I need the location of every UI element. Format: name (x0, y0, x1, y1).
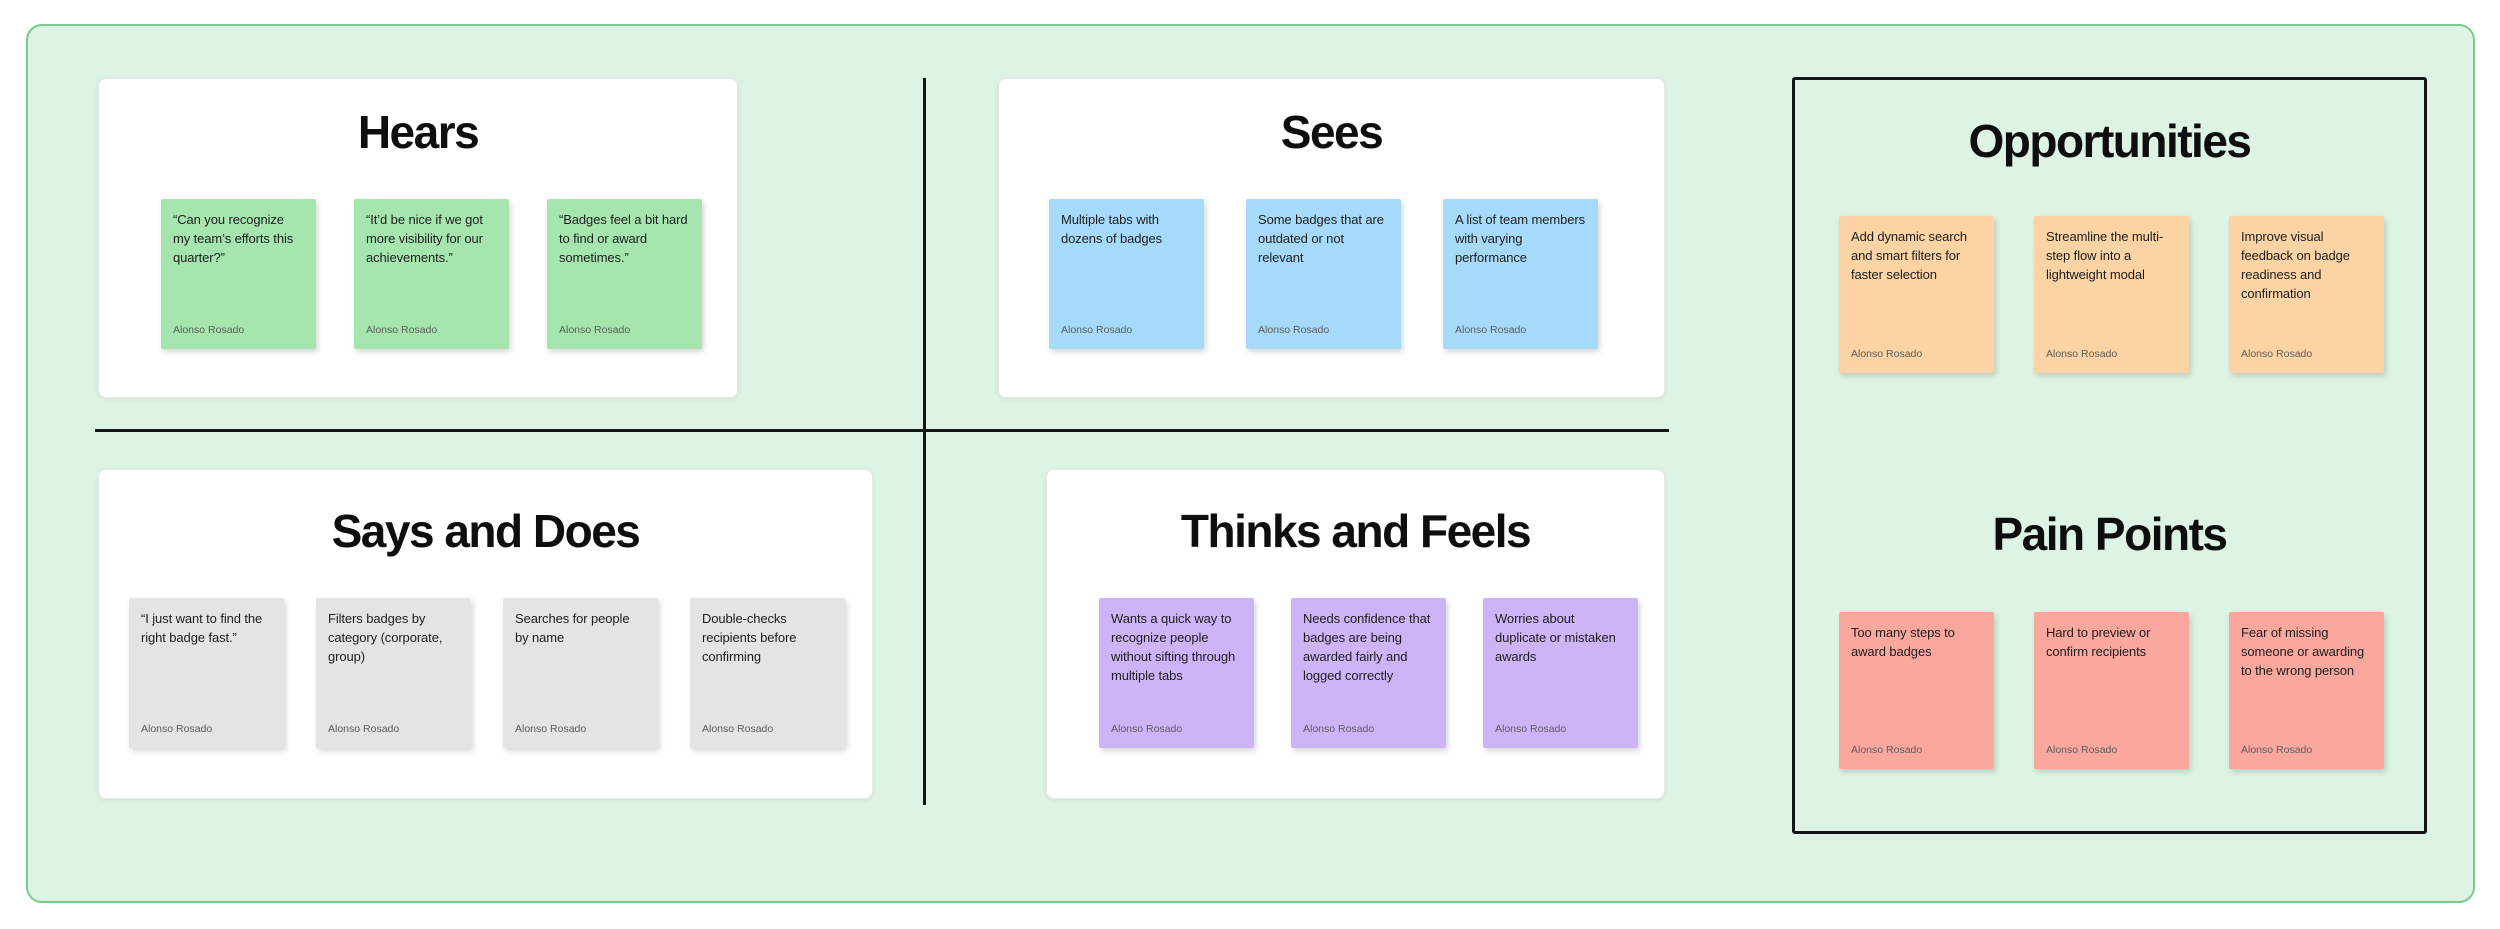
sticky-note[interactable]: “Can you recognize my team’s efforts thi… (161, 199, 316, 349)
sticky-note-text: Too many steps to award badges (1851, 625, 1955, 659)
sticky-note-text: “It’d be nice if we got more visibility … (366, 212, 483, 265)
sticky-note-author: Alonso Rosado (2241, 744, 2313, 756)
sticky-note-text: Some badges that are outdated or not rel… (1258, 212, 1384, 265)
frame-title-hears: Hears (357, 106, 480, 158)
sticky-note-text: Wants a quick way to recognize people wi… (1111, 611, 1236, 683)
sticky-note-author: Alonso Rosado (2046, 744, 2118, 756)
sticky-note[interactable]: Improve visual feedback on badge readine… (2229, 216, 2384, 373)
sticky-note-author: Alonso Rosado (1851, 744, 1923, 756)
sticky-note-author: Alonso Rosado (2241, 348, 2313, 360)
sticky-note[interactable]: Fear of missing someone or awarding to t… (2229, 612, 2384, 769)
sticky-note-author: Alonso Rosado (1258, 324, 1330, 336)
sticky-note[interactable]: “Badges feel a bit hard to find or award… (547, 199, 702, 349)
sticky-note-text: “I just want to find the right badge fas… (141, 611, 263, 645)
sticky-note-text: “Can you recognize my team’s efforts thi… (173, 212, 294, 265)
quadrant-divider-vertical (923, 78, 926, 805)
quadrant-divider-horizontal (95, 429, 1669, 432)
sticky-note-author: Alonso Rosado (328, 723, 400, 735)
sticky-note[interactable]: Multiple tabs with dozens of badges Alon… (1049, 199, 1204, 349)
sticky-note[interactable]: Hard to preview or confirm recipients Al… (2034, 612, 2189, 769)
notes-row-pain-points: Too many steps to award badges Alonso Ro… (1839, 612, 2384, 769)
frame-hears[interactable]: Hears “Can you recognize my team’s effor… (98, 78, 738, 398)
notes-row-sees: Multiple tabs with dozens of badges Alon… (1049, 199, 1598, 349)
sticky-note-text: Filters badges by category (corporate, g… (328, 611, 443, 664)
sticky-note-text: Streamline the multi-step flow into a li… (2046, 229, 2164, 282)
sticky-note-author: Alonso Rosado (366, 324, 438, 336)
sticky-note[interactable]: Searches for people by name Alonso Rosad… (503, 598, 658, 748)
sticky-note-author: Alonso Rosado (515, 723, 587, 735)
sticky-note-text: Fear of missing someone or awarding to t… (2241, 625, 2365, 678)
sticky-note[interactable]: “I just want to find the right badge fas… (129, 598, 284, 748)
sticky-note-text: Multiple tabs with dozens of badges (1061, 212, 1163, 246)
frame-thinks-and-feels[interactable]: Thinks and Feels Wants a quick way to re… (1046, 469, 1665, 799)
sticky-note[interactable]: A list of team members with varying perf… (1443, 199, 1598, 349)
sticky-note-author: Alonso Rosado (702, 723, 774, 735)
sticky-note-author: Alonso Rosado (1495, 723, 1567, 735)
sticky-note-author: Alonso Rosado (1851, 348, 1923, 360)
frame-title-thinks-and-feels: Thinks and Feels (1180, 505, 1532, 557)
notes-row-says-and-does: “I just want to find the right badge fas… (129, 598, 845, 748)
section-title-opportunities: Opportunities (1968, 115, 2252, 167)
sticky-note-text: Hard to preview or confirm recipients (2046, 625, 2151, 659)
sticky-note-author: Alonso Rosado (173, 324, 245, 336)
sticky-note[interactable]: Some badges that are outdated or not rel… (1246, 199, 1401, 349)
frame-opportunities-pain-points[interactable]: Opportunities Add dynamic search and sma… (1792, 77, 2427, 834)
sticky-note-author: Alonso Rosado (1111, 723, 1183, 735)
sticky-note-text: Worries about duplicate or mistaken awar… (1495, 611, 1616, 664)
whiteboard-canvas[interactable]: Hears “Can you recognize my team’s effor… (26, 24, 2475, 903)
sticky-note[interactable]: Worries about duplicate or mistaken awar… (1483, 598, 1638, 748)
frame-title-sees: Sees (1280, 106, 1384, 158)
sticky-note[interactable]: “It’d be nice if we got more visibility … (354, 199, 509, 349)
sticky-note-author: Alonso Rosado (1303, 723, 1375, 735)
sticky-note-text: A list of team members with varying perf… (1455, 212, 1586, 265)
sticky-note-text: Double-checks recipients before confirmi… (702, 611, 797, 664)
sticky-note[interactable]: Too many steps to award badges Alonso Ro… (1839, 612, 1994, 769)
sticky-note[interactable]: Wants a quick way to recognize people wi… (1099, 598, 1254, 748)
frame-title-says-and-does: Says and Does (331, 505, 641, 557)
frame-sees[interactable]: Sees Multiple tabs with dozens of badges… (998, 78, 1665, 398)
sticky-note-text: Needs confidence that badges are being a… (1303, 611, 1431, 683)
sticky-note[interactable]: Needs confidence that badges are being a… (1291, 598, 1446, 748)
notes-row-hears: “Can you recognize my team’s efforts thi… (161, 199, 702, 349)
sticky-note-author: Alonso Rosado (1061, 324, 1133, 336)
sticky-note[interactable]: Add dynamic search and smart filters for… (1839, 216, 1994, 373)
sticky-note-author: Alonso Rosado (559, 324, 631, 336)
sticky-note-text: Searches for people by name (515, 611, 630, 645)
section-title-pain-points: Pain Points (1992, 508, 2228, 560)
sticky-note-text: Improve visual feedback on badge readine… (2241, 229, 2350, 301)
sticky-note-author: Alonso Rosado (2046, 348, 2118, 360)
sticky-note[interactable]: Filters badges by category (corporate, g… (316, 598, 471, 748)
sticky-note[interactable]: Streamline the multi-step flow into a li… (2034, 216, 2189, 373)
sticky-note-author: Alonso Rosado (141, 723, 213, 735)
sticky-note[interactable]: Double-checks recipients before confirmi… (690, 598, 845, 748)
notes-row-thinks-and-feels: Wants a quick way to recognize people wi… (1099, 598, 1638, 748)
sticky-note-author: Alonso Rosado (1455, 324, 1527, 336)
sticky-note-text: “Badges feel a bit hard to find or award… (559, 212, 688, 265)
sticky-note-text: Add dynamic search and smart filters for… (1851, 229, 1967, 282)
frame-says-and-does[interactable]: Says and Does “I just want to find the r… (98, 469, 873, 799)
notes-row-opportunities: Add dynamic search and smart filters for… (1839, 216, 2384, 373)
